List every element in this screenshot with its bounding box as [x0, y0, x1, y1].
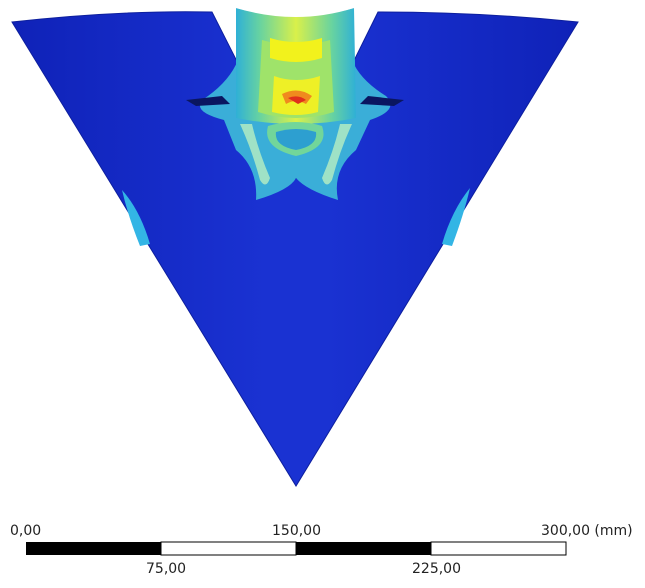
pipe-top: [236, 0, 354, 17]
stress-hotspot-red: [288, 96, 306, 104]
rib-shadow-left: [186, 96, 230, 106]
scale-label-0: 0,00: [10, 523, 42, 539]
scale-segment-1: [26, 542, 161, 555]
scale-label-300: 300,00 (mm): [541, 523, 633, 539]
scale-bar: [26, 541, 567, 556]
edge-stress-right: [442, 188, 470, 246]
scale-label-75: 75,00: [146, 561, 187, 577]
stress-band-yellow-top: [270, 38, 322, 62]
v-plate: [11, 11, 579, 487]
scale-segment-2: [160, 541, 297, 556]
edge-stress-left: [122, 190, 150, 246]
scale-label-150: 150,00: [272, 523, 321, 539]
fillet-band-left: [240, 124, 270, 185]
scale-label-225: 225,00: [412, 561, 461, 577]
stress-ring-inner: [275, 129, 317, 150]
rib-shadow-right: [360, 96, 404, 106]
scale-segment-4: [430, 541, 567, 556]
scale-segment-3: [296, 542, 431, 555]
fillet-band-right: [322, 124, 352, 185]
